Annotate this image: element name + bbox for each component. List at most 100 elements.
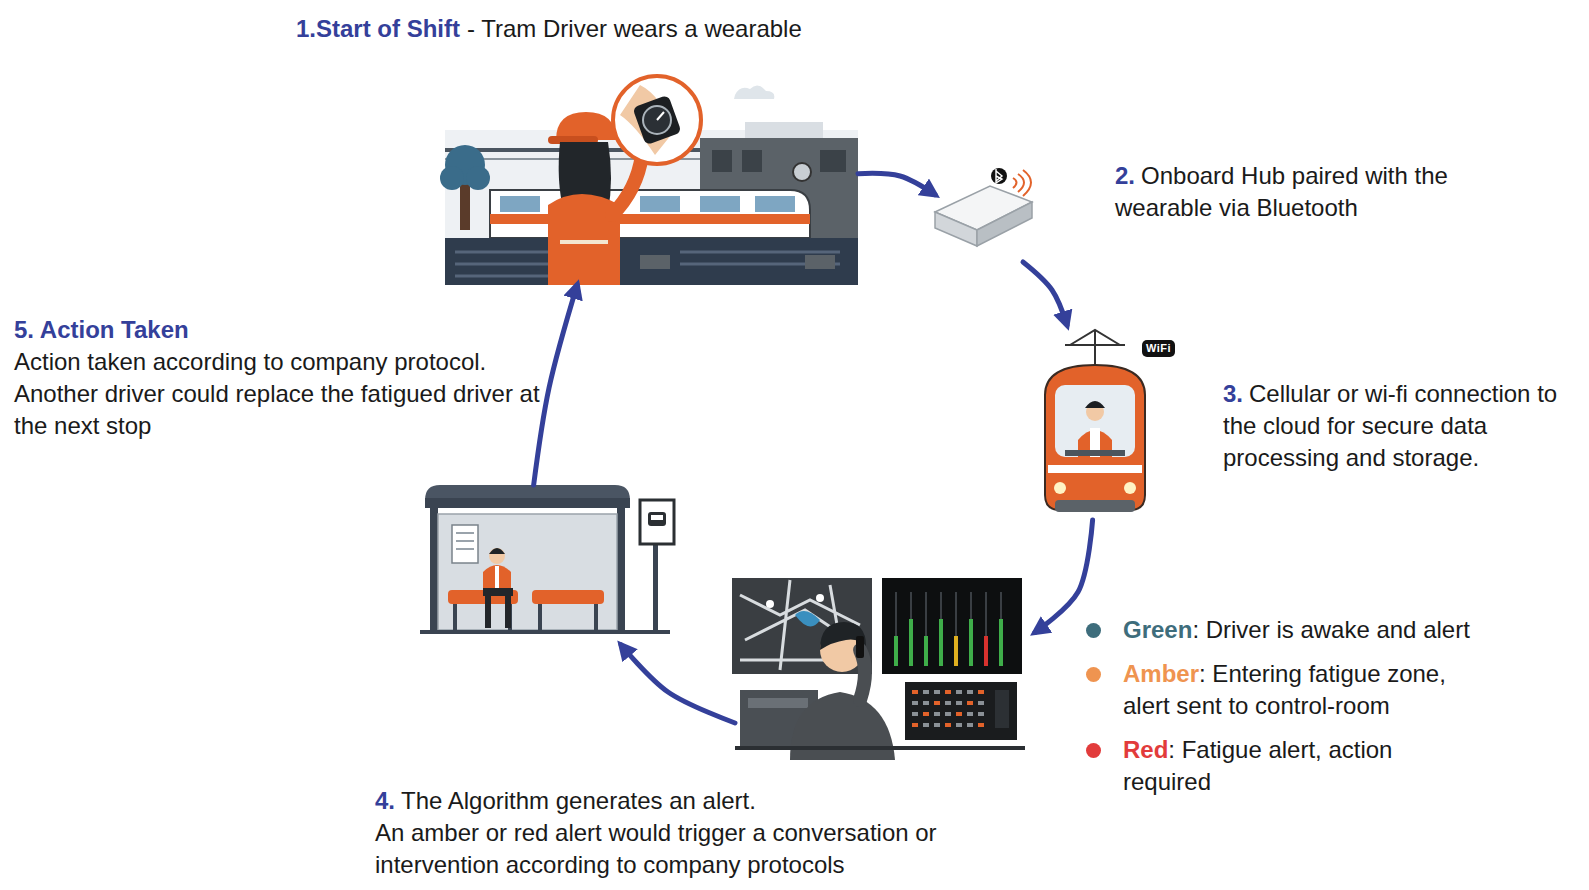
tram-stop: [651, 515, 663, 520]
control-room: [732, 578, 1025, 760]
flow-arrow: [1035, 520, 1093, 632]
step-number: 4.: [375, 787, 395, 814]
station-scene: [643, 106, 671, 134]
legend-row: Green: Driver is awake and alert: [1086, 614, 1486, 646]
step-heading: 5. Action Taken: [14, 314, 537, 346]
station-scene: [613, 76, 701, 164]
station-scene: [490, 214, 810, 224]
control-room: [955, 592, 957, 666]
tram-stop: [455, 604, 596, 630]
tram-stop: [653, 540, 658, 632]
station-scene: [712, 150, 732, 172]
tram-stop: [420, 485, 674, 634]
control-room: [967, 690, 973, 694]
control-room: [970, 592, 972, 666]
control-room: [956, 690, 962, 694]
tram-stop: [532, 590, 604, 604]
step-alert: 4.The Algorithm generates an alert.An am…: [735, 575, 1035, 760]
control-room: [912, 712, 918, 716]
control-room: [895, 592, 897, 666]
control-room: [999, 619, 1003, 666]
tram-front: [1055, 385, 1135, 457]
tram-stop: [438, 514, 617, 630]
tram-stop: [425, 485, 630, 500]
control-room: [766, 600, 774, 608]
control-room: [1000, 592, 1002, 666]
legend-text: Red: Fatigue alert, action required: [1123, 734, 1478, 798]
control-room: [934, 712, 940, 716]
step-onboard-hub: 2.Onboard Hub paired with the wearable v…: [935, 160, 1045, 262]
legend-row: Red: Fatigue alert, action required: [1086, 734, 1486, 798]
control-room: [882, 578, 1022, 674]
station-scene: [560, 240, 608, 244]
tram-stop: [425, 498, 630, 508]
control-room: [967, 701, 973, 705]
control-room: [923, 701, 929, 705]
onboard-hub: [996, 169, 1002, 183]
station-scene: [632, 95, 681, 146]
flow-arrow: [534, 285, 578, 485]
station-scene: [700, 196, 740, 212]
step-start-of-shift: 1.Start of Shift- Tram Driver wears a we…: [445, 75, 858, 285]
station-scene: [755, 196, 795, 212]
control-room: [967, 723, 973, 727]
step-number: 3.: [1223, 380, 1243, 407]
tram-front: [1065, 450, 1125, 456]
step-description: Action taken according to company protoc…: [14, 346, 544, 378]
control-room: [956, 712, 962, 716]
tram-stop: [489, 548, 505, 554]
step-action-taken: 5. Action TakenAction taken according to…: [425, 485, 690, 645]
step-description: Onboard Hub paired with the wearable via…: [1115, 162, 1448, 221]
tram-front: [1055, 500, 1135, 512]
station-scene: [548, 194, 620, 285]
station-scene: [820, 150, 846, 172]
control-room: [748, 698, 808, 708]
control-room: [923, 690, 929, 694]
control-room: [816, 594, 824, 602]
step-text: 4.The Algorithm generates an alert.An am…: [375, 785, 985, 881]
control-room: [934, 723, 940, 727]
station-scene: [490, 190, 810, 238]
step-description: The Algorithm generates an alert.: [401, 787, 756, 814]
step-heading: 1.Start of Shift: [296, 15, 460, 42]
tram-stop: [617, 508, 625, 630]
tram-front: [1065, 330, 1125, 365]
step-description: Another driver could replace the fatigue…: [14, 378, 544, 442]
tram-stop: [640, 500, 674, 544]
step-text: 1.Start of Shift- Tram Driver wears a we…: [296, 13, 896, 45]
legend-swatch: [1086, 667, 1101, 682]
station-scene: [466, 166, 490, 190]
control-room: [978, 701, 984, 705]
tram-front: [1045, 330, 1145, 512]
station-scene: [620, 85, 675, 155]
step-text: 2.Onboard Hub paired with the wearable v…: [1115, 160, 1500, 224]
control-room: [923, 712, 929, 716]
control-room: [894, 592, 1003, 666]
tram-front: [1045, 365, 1145, 510]
station-scene: [640, 255, 670, 269]
station-scene: [742, 150, 762, 172]
tram-stop: [495, 566, 499, 588]
tram-stop: [648, 512, 666, 526]
control-room: [995, 690, 1009, 728]
tram-front: [1085, 401, 1105, 408]
station-scene: [612, 155, 642, 215]
control-room: [969, 619, 973, 666]
step-text: 5. Action TakenAction taken according to…: [14, 314, 544, 442]
control-room: [732, 578, 872, 674]
control-room: [735, 746, 1025, 750]
control-room: [795, 611, 820, 626]
control-room: [956, 723, 962, 727]
control-room: [956, 701, 962, 705]
control-room: [909, 619, 913, 666]
control-room: [925, 592, 927, 666]
legend-text: Green: Driver is awake and alert: [1123, 614, 1478, 646]
tram-front: [1124, 482, 1136, 494]
control-room: [905, 682, 1017, 740]
control-room: [984, 636, 988, 666]
tram-front: [1048, 465, 1142, 473]
station-scene: [440, 76, 858, 285]
control-room: [978, 723, 984, 727]
flow-arrow: [858, 173, 935, 194]
control-room: [939, 619, 943, 666]
